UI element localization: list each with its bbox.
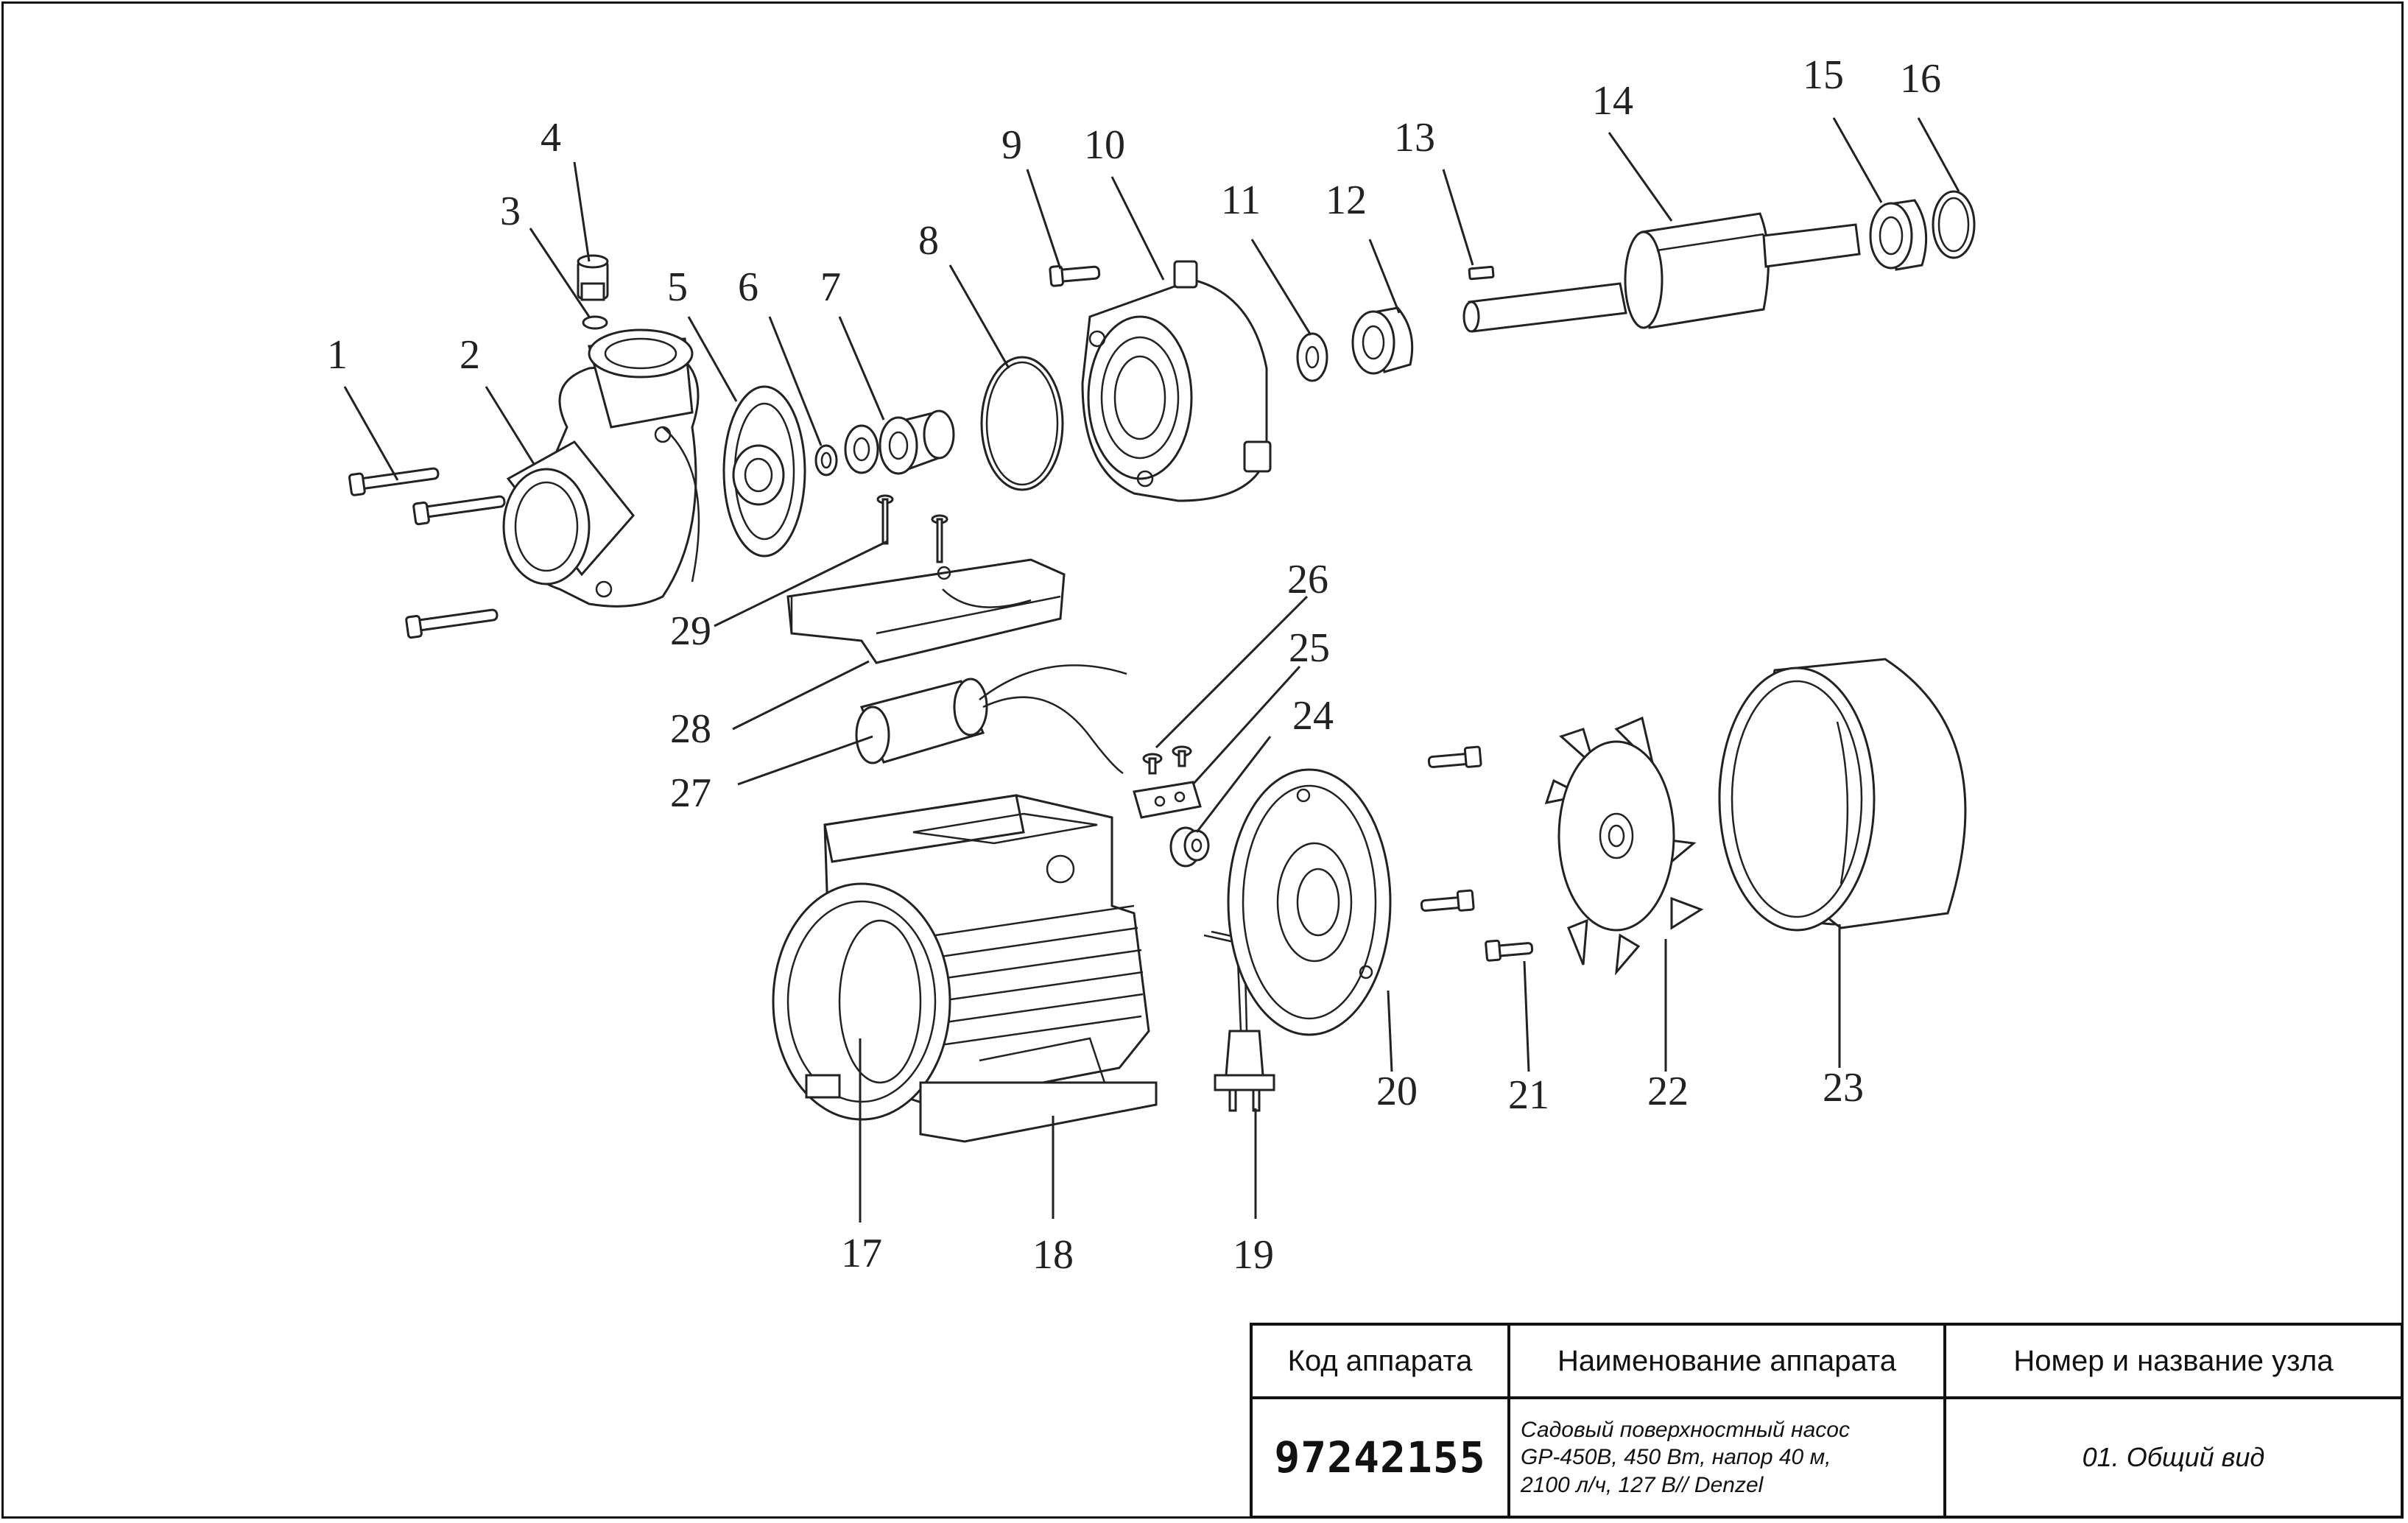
title-block: Код аппарата Наименование аппарата Номер… [1250,1323,2404,1519]
part-25-clamp [1133,781,1202,819]
device-name-line-3: 2100 л/ч, 127 В// Denzel [1521,1472,1764,1497]
callout-2: 2 [460,332,480,378]
callout-9: 9 [1001,122,1022,168]
part-1-bolts [348,467,506,639]
part-26-screws [1142,745,1192,775]
callout-4: 4 [541,115,561,161]
device-name-line-1: Садовый поверхностный насос [1521,1417,1850,1442]
callout-29: 29 [670,608,711,654]
header-node: Номер и название узла [1943,1323,2404,1399]
part-14-rotor [1462,212,1861,333]
part-17-18-motor-body [772,794,1158,1143]
leader-lines [343,117,1960,1223]
callout-18: 18 [1032,1232,1074,1278]
part-4-plug [577,254,609,301]
header-name: Наименование аппарата [1507,1323,1946,1399]
callout-3: 3 [500,189,521,234]
device-name-line-2: GP-450B, 450 Вт, напор 40 м, [1521,1445,1831,1470]
callout-21: 21 [1508,1072,1549,1118]
part-29-screws [876,494,948,563]
part-27-capacitor [855,664,1127,775]
part-13-key [1468,265,1495,281]
callout-12: 12 [1326,177,1367,223]
node-name: 01. Общий вид [1943,1396,2404,1519]
part-24-grommet [1169,826,1210,868]
callout-26: 26 [1287,557,1328,602]
callout-17: 17 [841,1231,882,1276]
callout-16: 16 [1900,56,1941,102]
callout-labels: 1 2 3 4 5 6 7 8 9 10 11 12 13 14 15 16 1… [327,52,1941,1278]
callout-19: 19 [1233,1232,1274,1278]
header-code: Код аппарата [1250,1323,1510,1399]
part-3-washer [582,315,608,330]
part-12-bearing [1351,306,1414,375]
part-7-mechanical-seal [844,409,955,475]
part-2-pump-housing [502,328,700,608]
part-19-power-cord [1203,930,1275,1112]
part-20-end-cover [1227,768,1392,1036]
callout-27: 27 [670,770,711,816]
callout-1: 1 [327,332,348,378]
callout-24: 24 [1292,693,1334,739]
callout-13: 13 [1394,115,1435,161]
callout-6: 6 [738,264,758,310]
part-22-fan [1544,716,1704,976]
device-name: Садовый поверхностный насос GP-450B, 450… [1507,1396,1946,1519]
part-9-screw [1049,264,1101,287]
part-28-terminal-cover [786,558,1066,664]
callout-10: 10 [1084,122,1125,168]
device-code: 97242155 [1250,1396,1510,1519]
callout-11: 11 [1221,177,1261,223]
callout-8: 8 [918,218,939,264]
part-23-fan-cover [1718,658,1967,932]
part-5-impeller [722,385,806,558]
part-16-ring [1932,190,1976,259]
part-15-bearing [1869,199,1928,271]
callout-25: 25 [1289,625,1330,671]
callout-22: 22 [1647,1069,1689,1114]
part-6-washer [814,444,838,476]
callout-7: 7 [820,264,841,310]
callout-28: 28 [670,706,711,752]
callout-23: 23 [1823,1065,1864,1111]
part-21-screws [1420,745,1534,962]
callout-20: 20 [1376,1069,1418,1114]
callout-14: 14 [1592,78,1633,124]
part-10-bracket [1081,260,1272,502]
part-8-o-ring [980,356,1064,491]
callout-15: 15 [1803,52,1844,98]
callout-5: 5 [667,264,688,310]
part-11-washer [1296,332,1328,382]
